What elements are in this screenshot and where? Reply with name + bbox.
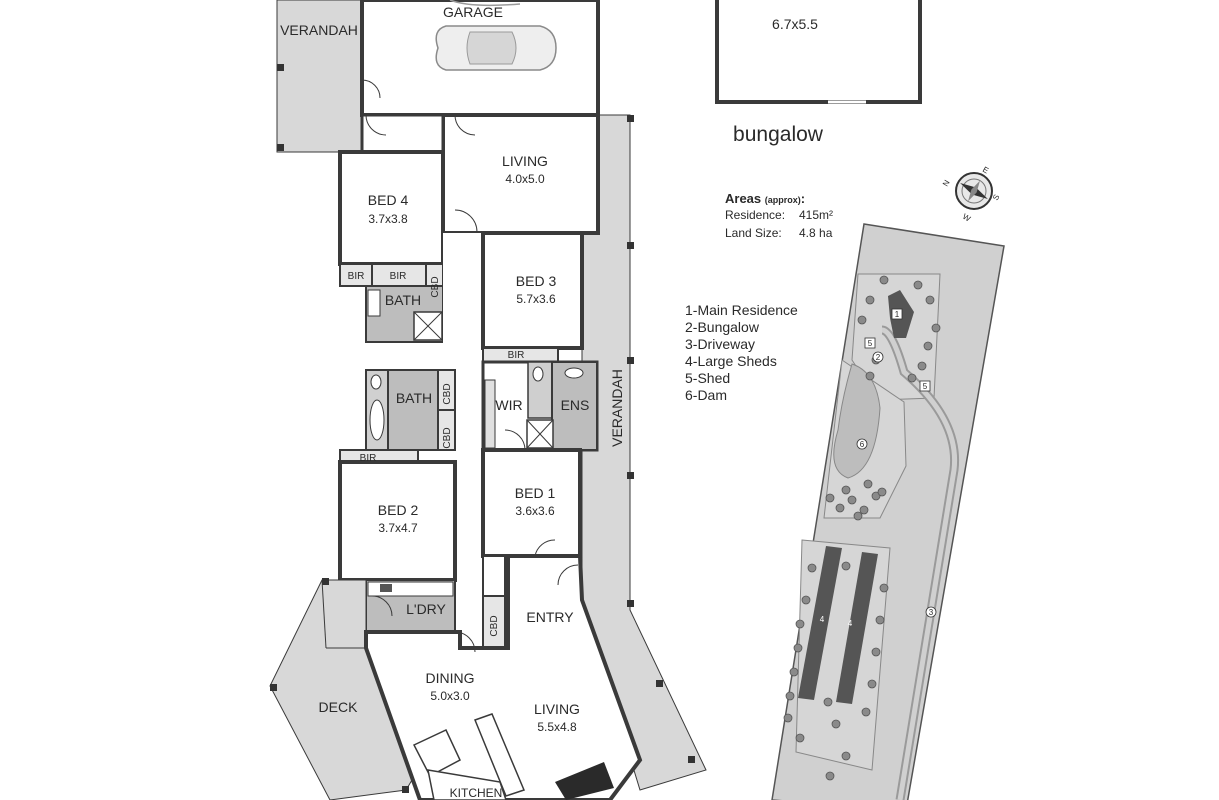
svg-text:4: 4	[848, 619, 853, 628]
svg-text:5: 5	[923, 382, 928, 391]
living-bottom-label: LIVING	[534, 701, 580, 717]
bed1-dim: 3.6x3.6	[515, 504, 555, 518]
land-size-label: Land Size:	[725, 226, 782, 240]
bed4-dim: 3.7x3.8	[368, 212, 408, 226]
garage-label: GARAGE	[443, 4, 503, 20]
legend-item: 1-Main Residence	[685, 302, 798, 318]
site-plan: 1 2 3 4 4 5 5 6	[771, 223, 1005, 800]
site-legend: 1-Main Residence 2-Bungalow 3-Driveway 4…	[685, 302, 798, 403]
bed4-label: BED 4	[368, 192, 409, 208]
legend-item: 2-Bungalow	[685, 319, 760, 335]
living-top-dim: 4.0x5.0	[505, 172, 545, 186]
legend-item: 3-Driveway	[685, 336, 755, 352]
bungalow-label: bungalow	[733, 123, 824, 146]
bed1-area	[481, 448, 582, 558]
compass-e: E	[981, 165, 990, 175]
wir-label: WIR	[495, 397, 522, 413]
car-icon	[435, 0, 557, 71]
svg-text:5: 5	[868, 339, 873, 348]
areas-title: Areas (approx):	[725, 191, 805, 206]
kitchen-label: KITCHEN	[450, 786, 503, 800]
legend-item: 4-Large Sheds	[685, 353, 777, 369]
site-marker: 1	[891, 308, 903, 320]
cbd-label-3: CBD	[442, 427, 453, 448]
site-marker: 4	[820, 615, 825, 624]
compass-w: W	[961, 212, 972, 224]
laundry-label: L'DRY	[406, 601, 446, 617]
ens-label: ENS	[561, 397, 590, 413]
bungalow-area	[715, 0, 922, 104]
cbd-label-2: CBD	[442, 383, 453, 404]
bir-label-bed3: BIR	[508, 350, 525, 361]
cbd-label-4: CBD	[489, 615, 500, 636]
entry-label: ENTRY	[526, 609, 574, 625]
verandah-top-label: VERANDAH	[280, 22, 358, 38]
bed2-label: BED 2	[378, 502, 419, 518]
bed2-area	[338, 460, 457, 582]
land-size-value: 4.8 ha	[799, 226, 833, 240]
bed4-area	[338, 150, 445, 266]
bed3-dim: 5.7x3.6	[516, 292, 556, 306]
compass-n: N	[941, 178, 952, 188]
living-bottom-dim: 5.5x4.8	[537, 720, 577, 734]
bed3-label: BED 3	[516, 273, 557, 289]
compass-icon: N E S W	[941, 165, 1001, 224]
bir-label-bed2: BIR	[360, 453, 377, 464]
legend-item: 6-Dam	[685, 387, 727, 403]
compass-s: S	[991, 193, 1001, 202]
residence-label: Residence:	[725, 208, 785, 222]
fireplace-icon	[555, 762, 614, 800]
site-marker: 4	[848, 619, 853, 628]
bath2-label: BATH	[396, 390, 432, 406]
bath1-label: BATH	[385, 292, 421, 308]
site-marker: 6	[856, 438, 868, 450]
bir-label-bed4a: BIR	[348, 271, 365, 282]
living-top-label: LIVING	[502, 153, 548, 169]
svg-text:3: 3	[929, 608, 934, 617]
svg-text:1: 1	[895, 310, 900, 319]
lobby-area	[360, 113, 445, 155]
verandah-right-label: VERANDAH	[609, 369, 625, 447]
dining-dim: 5.0x3.0	[430, 689, 470, 703]
site-marker: 3	[925, 606, 937, 618]
areas-block: Areas (approx): Residence: 415m² Land Si…	[725, 191, 833, 240]
bed3-area	[481, 231, 584, 350]
residence-value: 415m²	[799, 208, 833, 222]
svg-text:4: 4	[820, 615, 825, 624]
deck-label: DECK	[319, 699, 359, 715]
bir-label-bed4b: BIR	[390, 271, 407, 282]
svg-text:2: 2	[876, 353, 881, 362]
site-marker: 5	[864, 337, 876, 349]
legend-item: 5-Shed	[685, 370, 730, 386]
site-marker: 2	[872, 351, 884, 363]
dining-label: DINING	[426, 670, 475, 686]
bed2-dim: 3.7x4.7	[378, 521, 418, 535]
site-marker: 5	[919, 380, 931, 392]
bungalow-dim: 6.7x5.5	[772, 16, 818, 32]
bed1-label: BED 1	[515, 485, 556, 501]
svg-text:6: 6	[860, 440, 865, 449]
cbd-label-1: CBD	[430, 276, 441, 297]
